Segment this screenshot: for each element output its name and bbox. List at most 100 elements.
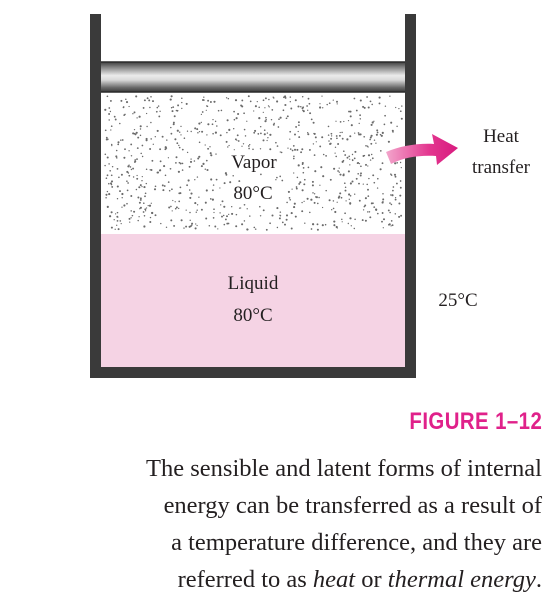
- vapor-dot: [341, 131, 343, 134]
- vapor-dot: [135, 131, 138, 134]
- vapor-dot: [126, 189, 129, 192]
- vapor-dot: [234, 138, 237, 141]
- vapor-dot: [150, 138, 152, 140]
- cylinder-left-wall: [90, 14, 101, 378]
- vapor-dot: [267, 105, 270, 107]
- vapor-dot: [266, 132, 269, 134]
- vapor-dot: [382, 198, 385, 201]
- vapor-dot: [264, 97, 267, 100]
- vapor-dot: [299, 181, 302, 184]
- vapor-dot: [304, 222, 306, 224]
- vapor-dot: [143, 225, 146, 228]
- vapor-dot: [325, 155, 327, 157]
- vapor-dot: [335, 135, 338, 137]
- vapor-dot: [220, 109, 223, 112]
- vapor-dot: [205, 159, 208, 162]
- vapor-dot: [307, 133, 310, 136]
- vapor-dot: [106, 95, 109, 98]
- vapor-dot: [238, 180, 241, 183]
- vapor-dot: [365, 144, 367, 147]
- vapor-dot: [287, 190, 290, 193]
- vapor-dot: [226, 119, 229, 122]
- vapor-dot: [359, 114, 361, 117]
- vapor-dot: [240, 104, 243, 107]
- vapor-dot: [320, 166, 323, 169]
- vapor-dot: [153, 188, 157, 191]
- vapor-dot: [370, 134, 373, 137]
- vapor-dot: [121, 206, 123, 208]
- vapor-dot: [288, 197, 291, 199]
- vapor-dot: [391, 224, 394, 227]
- vapor-dot: [334, 210, 337, 214]
- vapor-dot: [113, 115, 116, 118]
- vapor-dot: [357, 172, 360, 175]
- vapor-dot: [358, 199, 361, 202]
- vapor-dot: [286, 201, 288, 204]
- vapor-dot: [213, 211, 215, 214]
- vapor-dot: [141, 155, 144, 158]
- vapor-dot: [276, 145, 279, 147]
- vapor-dot: [154, 214, 157, 217]
- vapor-dot: [319, 145, 322, 148]
- vapor-dot: [243, 112, 245, 115]
- vapor-dot: [144, 192, 147, 195]
- vapor-dot: [196, 209, 198, 211]
- liquid-region: [101, 234, 405, 367]
- vapor-dot: [134, 159, 136, 161]
- vapor-dot: [312, 143, 315, 145]
- vapor-dot: [124, 148, 126, 151]
- vapor-temperature: 80°C: [233, 183, 272, 204]
- vapor-dot: [285, 117, 288, 120]
- vapor-dot: [263, 133, 266, 136]
- vapor-dot: [143, 99, 146, 102]
- vapor-dot: [191, 224, 193, 226]
- vapor-dot: [259, 148, 262, 150]
- vapor-dot: [309, 211, 311, 214]
- vapor-dot: [379, 133, 382, 136]
- vapor-dot: [313, 201, 316, 204]
- vapor-dot: [354, 132, 356, 134]
- vapor-dot: [180, 125, 182, 128]
- vapor-dot: [398, 202, 401, 205]
- vapor-dot: [316, 228, 319, 231]
- vapor-dot: [110, 174, 113, 177]
- vapor-dot: [303, 183, 306, 186]
- vapor-dot: [373, 181, 376, 184]
- vapor-dot: [275, 141, 277, 144]
- vapor-dot: [180, 134, 182, 136]
- vapor-dot: [150, 202, 152, 204]
- vapor-dot: [105, 136, 108, 139]
- vapor-dot: [253, 226, 256, 229]
- vapor-dot: [225, 140, 228, 143]
- vapor-dot: [243, 203, 246, 206]
- vapor-dot: [330, 135, 333, 137]
- vapor-dot: [198, 141, 201, 144]
- vapor-dot: [349, 217, 352, 220]
- vapor-dot: [233, 110, 235, 113]
- vapor-dot: [206, 105, 209, 108]
- vapor-dot: [298, 136, 301, 139]
- vapor-dot: [150, 96, 152, 98]
- vapor-dot: [133, 132, 136, 135]
- vapor-dot: [339, 173, 342, 176]
- vapor-dot: [217, 109, 220, 112]
- vapor-dot: [248, 147, 250, 150]
- vapor-dot: [129, 166, 132, 168]
- vapor-dot: [213, 100, 216, 103]
- vapor-dot: [313, 154, 316, 156]
- vapor-dot: [181, 169, 184, 171]
- vapor-dot: [247, 145, 250, 147]
- vapor-dot: [178, 144, 180, 147]
- vapor-dot: [158, 115, 161, 118]
- vapor-dot: [396, 162, 399, 164]
- vapor-dot: [143, 215, 146, 217]
- vapor-dot: [399, 161, 402, 164]
- vapor-dot: [219, 187, 221, 189]
- vapor-dot: [369, 100, 372, 103]
- vapor-dot: [234, 99, 238, 102]
- vapor-dot: [344, 212, 346, 215]
- vapor-dot: [108, 119, 110, 121]
- vapor-dot: [194, 227, 197, 230]
- vapor-dot: [270, 118, 273, 121]
- vapor-dot: [327, 125, 330, 128]
